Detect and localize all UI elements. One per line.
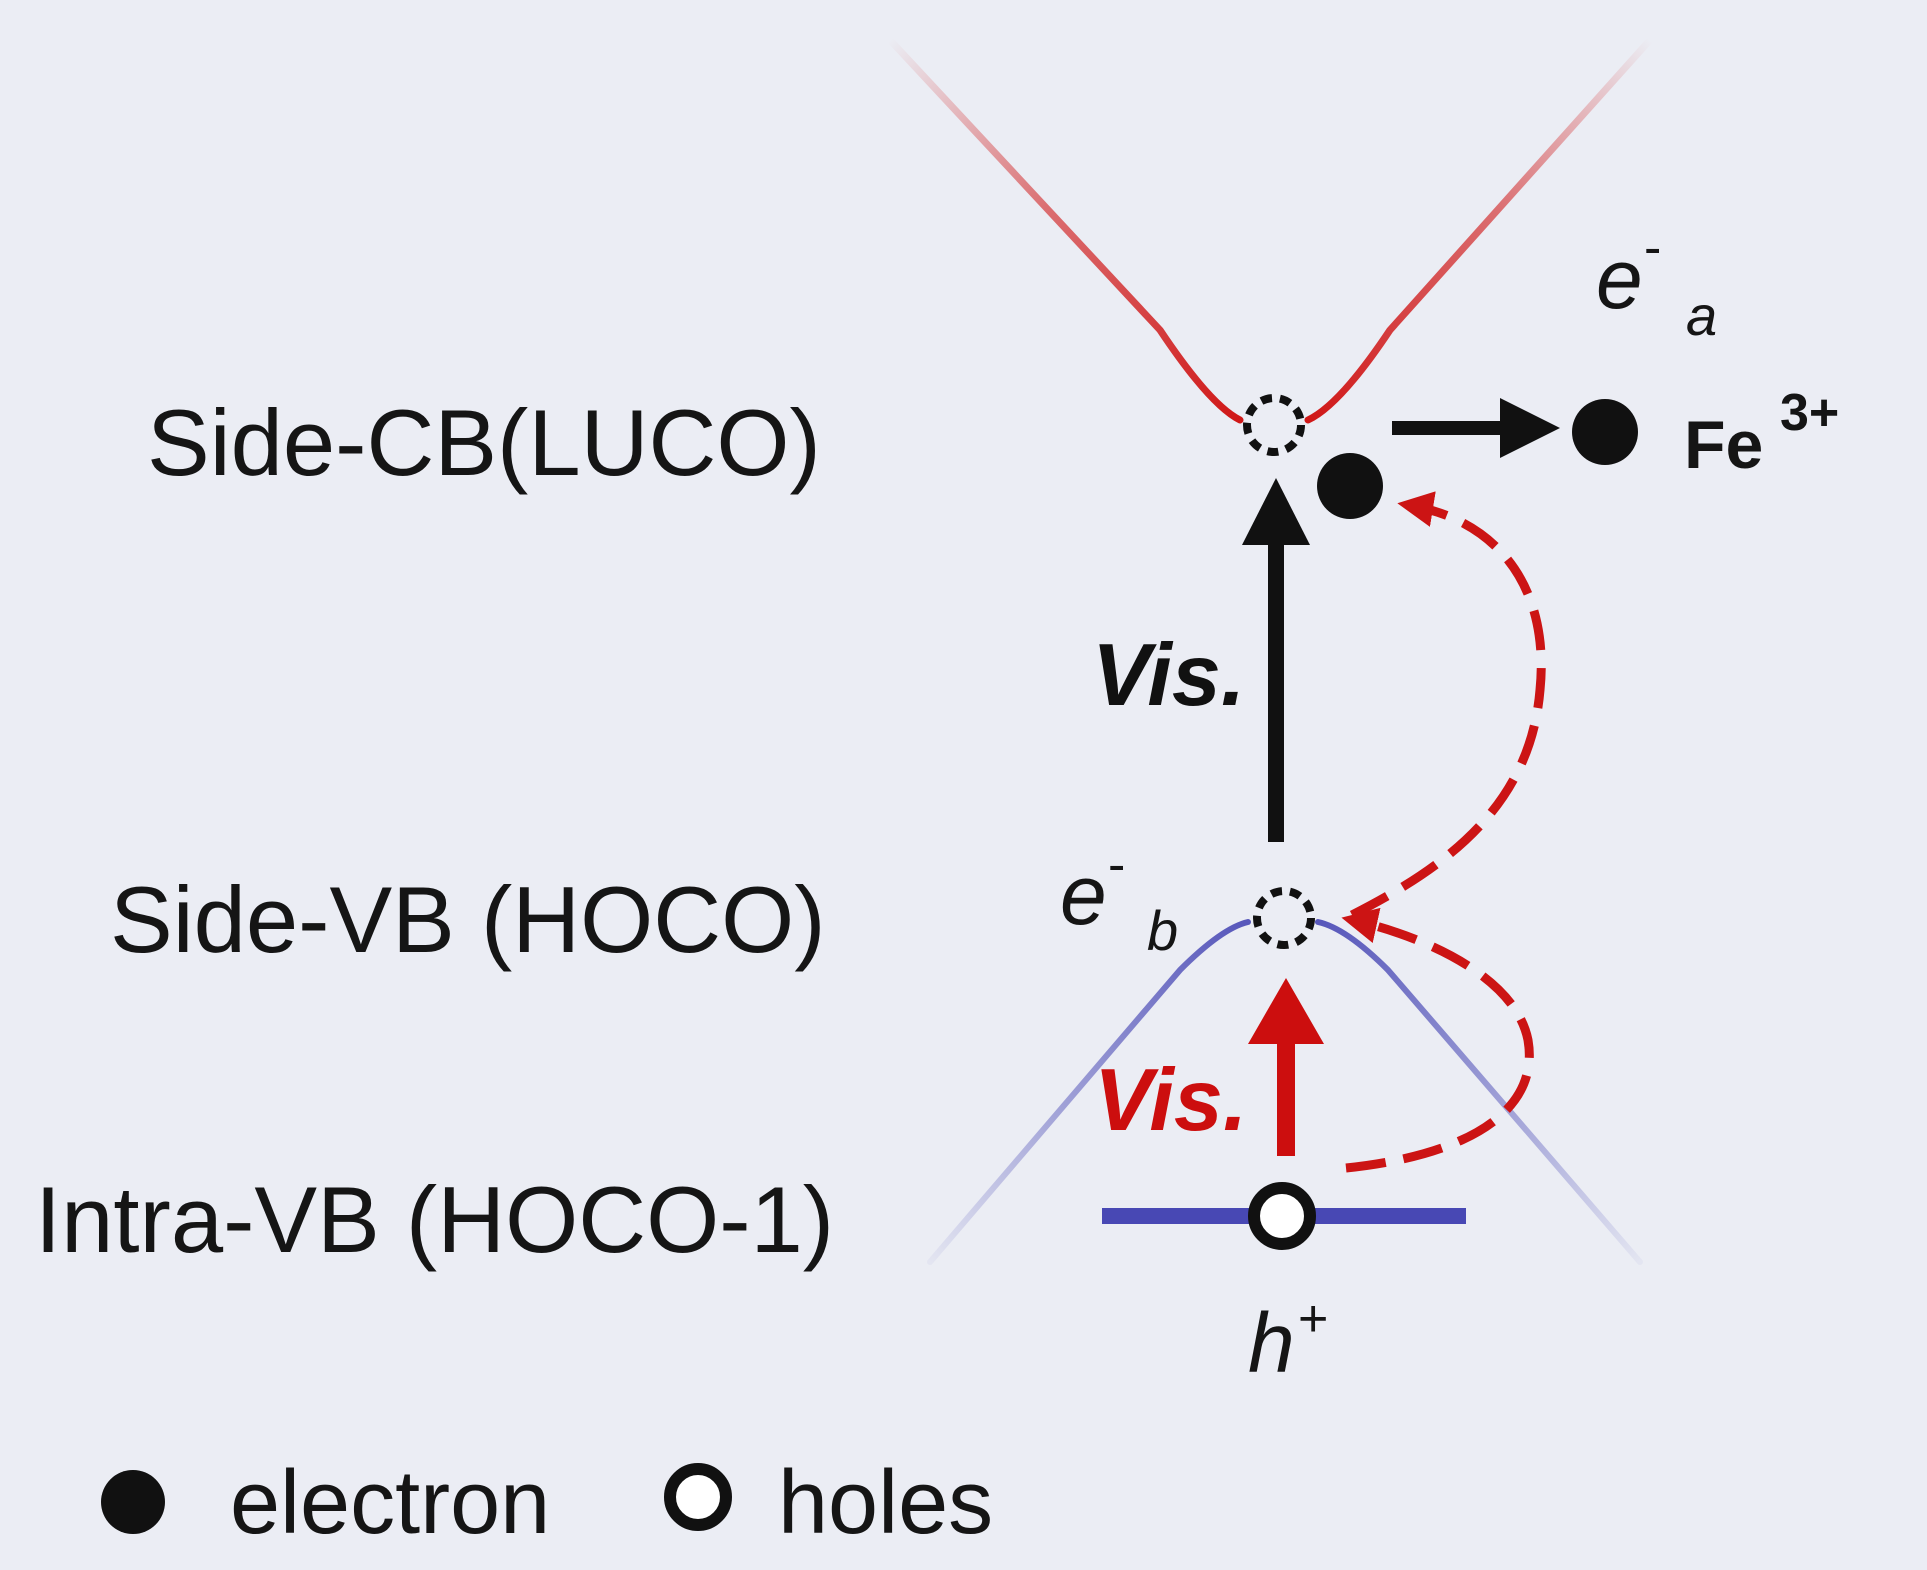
legend-holes-label: holes xyxy=(778,1453,993,1553)
svg-text:b: b xyxy=(1147,899,1178,962)
svg-text:e: e xyxy=(1060,848,1107,942)
side-vb-label: Side-VB (HOCO) xyxy=(110,867,826,972)
svg-text:h: h xyxy=(1248,1296,1295,1390)
electron-transferred xyxy=(1572,399,1638,465)
legend-electron-marker xyxy=(101,1470,165,1534)
dashed-path-lower xyxy=(1341,907,1534,1173)
transfer-arrow-head xyxy=(1500,398,1560,458)
electron-a-label: e - a xyxy=(1596,219,1717,347)
side-valence-band-left xyxy=(927,919,1251,1265)
svg-text:Fe: Fe xyxy=(1684,407,1763,483)
conduction-band-left xyxy=(886,36,1244,424)
fe3-label: Fe 3+ xyxy=(1684,384,1839,483)
svg-text:a: a xyxy=(1686,284,1717,347)
vacancy-vb-dashed xyxy=(1253,887,1315,949)
svg-text:e: e xyxy=(1596,232,1643,326)
conduction-band-right xyxy=(1304,36,1654,424)
dashed-path-upper xyxy=(1349,491,1546,920)
hole-label: h + xyxy=(1248,1290,1328,1390)
svg-text:-: - xyxy=(1644,219,1661,277)
svg-text:3+: 3+ xyxy=(1780,384,1839,442)
side-cb-label: Side-CB(LUCO) xyxy=(147,390,821,495)
lower-excitation-label: Vis. xyxy=(1094,1050,1247,1149)
upper-excitation-label: Vis. xyxy=(1092,625,1245,724)
electron-b-label: e - b xyxy=(1060,836,1178,962)
lower-excitation-arrowhead xyxy=(1248,978,1324,1044)
legend-hole-marker xyxy=(664,1463,732,1531)
upper-excitation-arrowhead xyxy=(1242,478,1310,545)
legend: electron holes xyxy=(101,1453,993,1553)
legend-electron-label: electron xyxy=(230,1453,550,1553)
electron-cb xyxy=(1317,453,1383,519)
hole-intra-vb xyxy=(1248,1182,1316,1250)
vacancy-cb-dashed xyxy=(1243,394,1305,456)
svg-text:+: + xyxy=(1298,1290,1328,1348)
svg-text:-: - xyxy=(1108,836,1125,894)
intra-vb-label: Intra-VB (HOCO-1) xyxy=(35,1167,834,1272)
